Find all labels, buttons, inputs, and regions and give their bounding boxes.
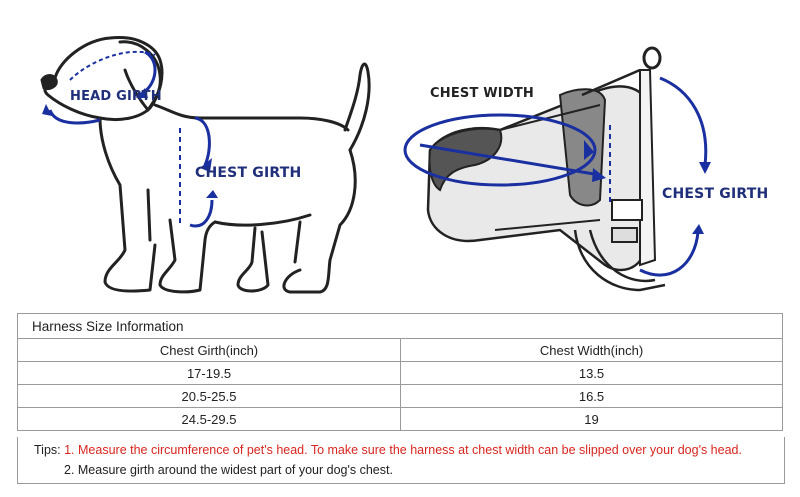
column-header-chest-width: Chest Width(inch) [400,338,783,362]
chest-width-label: CHEST WIDTH [430,86,534,101]
cell-chest-girth: 17-19.5 [17,361,401,385]
table-header-row: Chest Girth(inch) Chest Width(inch) [17,338,783,362]
table-row: 20.5-25.5 16.5 [17,384,783,408]
size-table: Harness Size Information Chest Girth(inc… [17,313,783,431]
table-row: 17-19.5 13.5 [17,361,783,385]
chest-girth-label-dog: CHEST GIRTH [195,165,302,181]
cell-chest-girth: 24.5-29.5 [17,407,401,431]
cell-chest-width: 16.5 [400,384,783,408]
harness-size-table: Harness Size Information Chest Girth(inc… [17,313,783,431]
chest-girth-label-harness: CHEST GIRTH [662,186,769,202]
dog-illustration [40,35,371,294]
harness-illustration [403,46,711,292]
cell-chest-girth: 20.5-25.5 [17,384,401,408]
tip-line-1: Tips: 1. Measure the circumference of pe… [34,443,742,457]
tip-1-text: 1. Measure the circumference of pet's he… [64,443,742,457]
illustration-area: HEAD GIRTH CHEST GIRTH CHEST WIDTH CHEST… [40,35,769,294]
tips-box: Tips: 1. Measure the circumference of pe… [17,437,785,484]
tip-2-text: 2. Measure girth around the widest part … [64,463,393,477]
cell-chest-width: 19 [400,407,783,431]
column-header-chest-girth: Chest Girth(inch) [17,338,401,362]
head-girth-label: HEAD GIRTH [70,89,162,104]
cell-chest-width: 13.5 [400,361,783,385]
tips-prefix: Tips: [34,443,65,457]
table-row: 24.5-29.5 19 [17,407,783,431]
table-title-row: Harness Size Information [17,313,783,339]
table-title: Harness Size Information [17,313,783,339]
